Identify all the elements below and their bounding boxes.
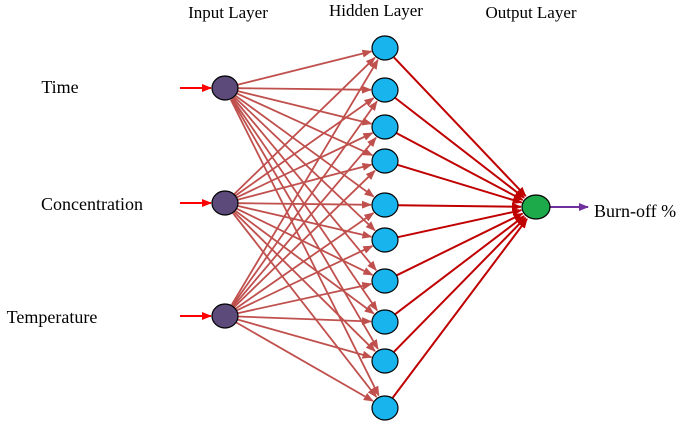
hidden-node-7 xyxy=(371,268,399,294)
edge-hidden-2-to-output xyxy=(394,97,525,199)
output-layer-title: Output Layer xyxy=(485,3,576,22)
edge-input-3-to-hidden-9 xyxy=(237,318,373,359)
edge-input-1-to-hidden-4 xyxy=(236,92,374,157)
hidden-node-2 xyxy=(371,77,399,103)
edge-hidden-1-to-output xyxy=(393,56,527,197)
edge-hidden-10-to-output xyxy=(392,218,528,399)
edge-hidden-9-to-output xyxy=(393,216,527,353)
edge-input-1-to-hidden-6 xyxy=(233,96,376,232)
edge-input-3-to-hidden-2 xyxy=(231,100,378,306)
edge-input-3-to-hidden-3 xyxy=(232,136,377,307)
input-label-time: Time xyxy=(41,77,78,97)
edge-input-1-to-hidden-1 xyxy=(237,49,373,86)
output-label-burn-off: Burn-off % xyxy=(594,201,676,221)
hidden-node-4 xyxy=(371,148,399,174)
hidden-node-9 xyxy=(371,348,399,374)
network-nodes xyxy=(211,35,551,421)
edge-input-1-to-hidden-10 xyxy=(229,99,380,397)
edge-input-1-to-hidden-2 xyxy=(237,85,372,94)
hidden-node-3 xyxy=(371,114,399,140)
input-label-concentration: Concentration xyxy=(41,194,143,214)
edge-input-3-to-hidden-4 xyxy=(233,170,376,308)
edge-input-3-to-hidden-1 xyxy=(230,59,379,306)
edge-input-2-to-hidden-3 xyxy=(236,132,374,199)
edge-input-3-to-hidden-8 xyxy=(237,315,372,326)
hidden-node-10 xyxy=(371,395,399,421)
edge-hidden-5-to-output xyxy=(397,202,522,211)
edge-hidden-7-to-output xyxy=(396,212,524,277)
edge-input-2-to-hidden-7 xyxy=(236,207,374,276)
edge-input-3-to-hidden-6 xyxy=(236,245,374,312)
input-hidden-connections xyxy=(229,49,380,402)
edge-input-2-to-hidden-10 xyxy=(232,212,378,398)
edge-input-3-to-hidden-10 xyxy=(235,321,374,402)
edge-input-2-to-hidden-2 xyxy=(235,97,375,197)
edge-input-2-to-hidden-1 xyxy=(233,57,376,195)
hidden-output-connections xyxy=(392,56,528,399)
hidden-node-8 xyxy=(371,309,399,335)
input-layer-title: Input Layer xyxy=(188,3,268,22)
edge-hidden-3-to-output xyxy=(396,132,524,201)
edge-input-1-to-hidden-9 xyxy=(230,98,379,350)
input-node-2 xyxy=(211,190,239,216)
edge-input-2-to-hidden-9 xyxy=(233,211,376,352)
hidden-node-5 xyxy=(371,192,399,218)
hidden-node-1 xyxy=(371,35,399,61)
edge-hidden-6-to-output xyxy=(397,208,523,239)
input-label-temperature: Temperature xyxy=(7,307,98,327)
output-node xyxy=(521,194,551,220)
edge-input-3-to-hidden-7 xyxy=(237,282,373,315)
edge-hidden-8-to-output xyxy=(394,215,525,315)
hidden-node-6 xyxy=(371,227,399,253)
hidden-layer-title: Hidden Layer xyxy=(329,1,423,20)
edge-input-3-to-hidden-5 xyxy=(235,212,375,310)
edge-input-1-to-hidden-3 xyxy=(237,90,373,126)
input-node-1 xyxy=(211,75,239,101)
input-node-3 xyxy=(211,303,239,329)
edge-input-2-to-hidden-8 xyxy=(234,210,375,315)
edge-hidden-4-to-output xyxy=(397,163,523,204)
io-arrows xyxy=(180,84,589,320)
